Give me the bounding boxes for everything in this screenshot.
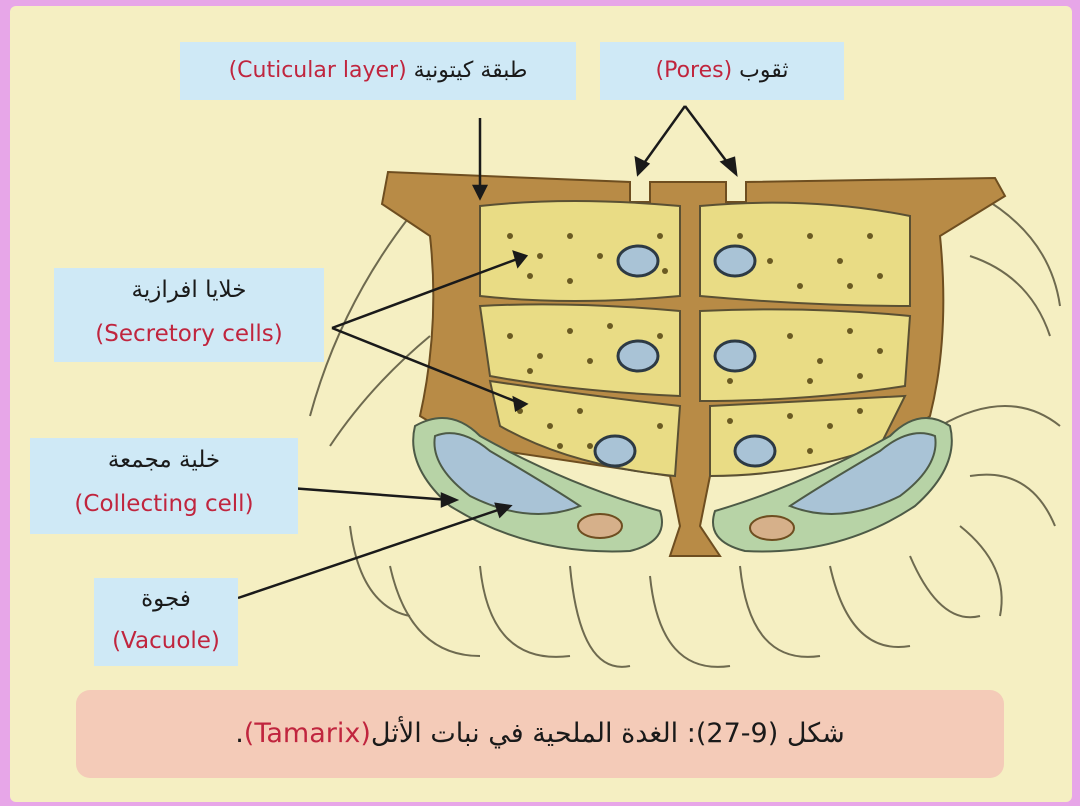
caption-genus: (Tamarix) — [244, 718, 371, 749]
collecting-nucleus-left — [578, 514, 622, 538]
label-cuticular-layer-ar: طبقة كيتونية — [414, 58, 528, 83]
label-collecting-cell: خلية مجمعة (Collecting cell) — [30, 438, 298, 534]
label-vacuole: فجوة (Vacuole) — [94, 578, 238, 666]
label-vacuole-en: (Vacuole) — [94, 620, 238, 662]
salt-gland-diagram — [10, 6, 1072, 802]
arrow-pores-left — [642, 106, 685, 166]
arrow-collecting — [290, 488, 450, 500]
label-collecting-cell-en: (Collecting cell) — [30, 482, 298, 526]
caption-prefix: شكل (9-27): الغدة الملحية في نبات الأثل — [371, 718, 845, 749]
label-vacuole-ar: فجوة — [94, 578, 238, 620]
arrow-pores-right — [685, 106, 730, 166]
caption-suffix: . — [235, 718, 244, 749]
label-secretory-cells: خلايا افرازية (Secretory cells) — [54, 268, 324, 362]
label-cuticular-layer-en: (Cuticular layer) — [229, 58, 407, 83]
label-pores-en: (Pores) — [656, 58, 733, 83]
collecting-nucleus-right — [750, 516, 794, 540]
label-secretory-cells-ar: خلايا افرازية — [54, 268, 324, 312]
label-secretory-cells-en: (Secretory cells) — [54, 312, 324, 356]
label-pores-ar: ثقوب — [739, 58, 788, 83]
label-pores: (Pores) ثقوب — [600, 42, 844, 100]
label-cuticular-layer: (Cuticular layer) طبقة كيتونية — [180, 42, 576, 100]
figure-caption: شكل (9-27): الغدة الملحية في نبات الأثل(… — [76, 690, 1004, 778]
label-collecting-cell-ar: خلية مجمعة — [30, 438, 298, 482]
slide-frame: (Cuticular layer) طبقة كيتونية (Pores) ث… — [10, 6, 1072, 802]
